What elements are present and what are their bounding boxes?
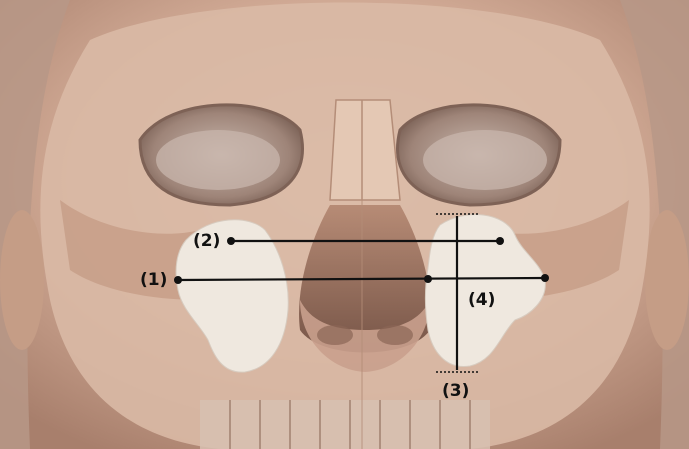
label-3: (3) (442, 381, 469, 401)
point-1-right (541, 274, 549, 282)
point-2-left (227, 237, 235, 245)
point-1-mid (424, 275, 432, 283)
label-1: (1) (140, 270, 167, 290)
label-4: (4) (468, 290, 495, 310)
point-1-left (174, 276, 182, 284)
point-2-right (496, 237, 504, 245)
label-2: (2) (193, 231, 220, 251)
